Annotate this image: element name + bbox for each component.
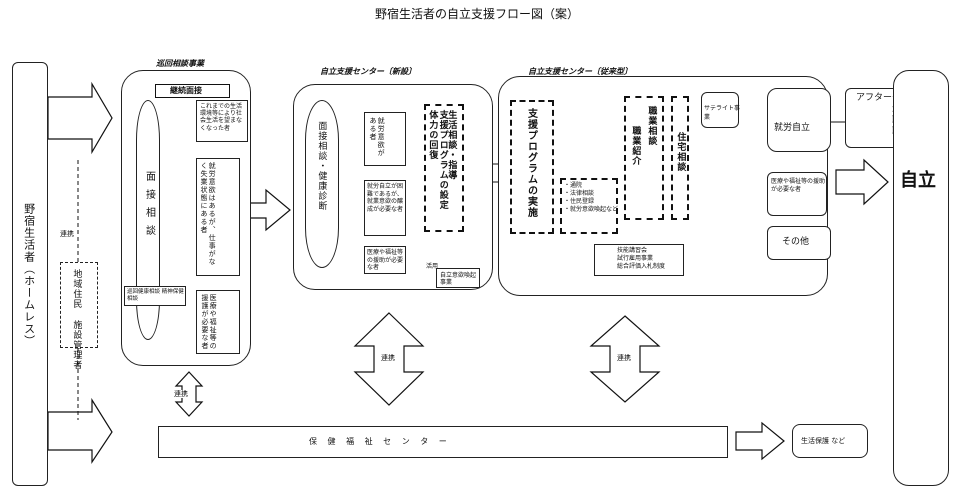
satellite-text: サテライト事業: [704, 105, 741, 121]
renkei-mid1-label: 連携: [381, 354, 395, 362]
center1-b3-text: 医療や福祉等の援助が必要な者: [367, 249, 404, 271]
center2-program-text: 支援プログラムの実施: [525, 108, 537, 218]
page-title: 野宿生活者の自立支援フロー図（案）: [375, 7, 580, 21]
center1-b2-text: 就労自立が困難であるが、就業意欲の醸成が必要な者: [367, 183, 404, 213]
arrow-renkei-1: [353, 312, 425, 406]
shuro-label: 就労自立: [774, 123, 811, 133]
seikatsu-box: 生活保護 など: [792, 424, 868, 458]
junkai-note1: これまでの生活環境等により社会生活を望まなくなった者: [196, 100, 248, 142]
junkai-note1-text: これまでの生活環境等により社会生活を望まなくなった者: [200, 103, 243, 132]
center1-jigyo-box: 自立意欲喚起事業: [436, 268, 480, 288]
keizoku-label: 継続面接: [170, 86, 202, 95]
junkai-bottom-text: 巡回健康相談 精神保健相談: [127, 289, 184, 303]
iryo-label: 医療や福祉等の援助が必要な者: [771, 178, 826, 193]
center1-program-text: 支援プログラムの設定 体力の回復: [427, 110, 448, 210]
arrow-renkei-2: [589, 315, 661, 403]
center2-jutaku: 住宅相談: [675, 132, 686, 172]
homeless-column: 野宿生活者（ホームレス）: [12, 62, 48, 486]
homeless-label: 野宿生活者（ホームレス）: [22, 203, 36, 347]
jiritsu-label: 自立: [900, 170, 936, 191]
mensetsu-label: 面接相談: [143, 171, 155, 243]
center1-b2: 就労自立が困難であるが、就業意欲の醸成が必要な者: [364, 180, 406, 236]
junkai-note3: 医療や福祉等の援護が必要な者: [196, 290, 240, 354]
center2-list-text: ・通院 ・法律相談 ・住民登録 ・就労意欲喚起など: [564, 182, 619, 214]
arrow-to-hoken: [47, 397, 113, 464]
center2-jutaku-box: 住宅相談: [671, 96, 689, 220]
satellite-box: サテライト事業: [701, 92, 741, 128]
center2-ginou-box: 技能講習会 試行雇用事業 総合評価入札制度: [594, 244, 684, 276]
center2-list-box: ・通院 ・法律相談 ・住民登録 ・就労意欲喚起など: [560, 178, 618, 234]
hoken-center-bar: 保 健 福 祉 セ ン タ ー: [158, 426, 728, 458]
arrow-to-seikatsu: [735, 421, 785, 461]
center2-heading: 自立支援センター〔従来型〕: [528, 67, 632, 76]
iryo-box: 医療や福祉等の援助が必要な者: [767, 172, 827, 216]
junkai-note2-text: 就労意欲はあるが、仕事がなく失業状態にある者: [200, 162, 217, 266]
arrow-to-jiritsu: [835, 158, 889, 206]
renkei-small-label: 連携: [60, 230, 74, 238]
jiritsu-column: 自立: [893, 70, 949, 486]
junkai-bottom-box: 巡回健康相談 精神保健相談: [124, 286, 186, 306]
center2-program-box: 支援プログラムの実施: [510, 100, 554, 234]
center2-shokugyo2: 職業相談: [646, 106, 657, 146]
center2-ginou-text: 技能講習会 試行雇用事業 総合評価入札制度: [617, 247, 666, 271]
hoken-label: 保 健 福 祉 セ ン タ ー: [309, 437, 451, 446]
center2-shokugyo-box: 職業紹介 職業相談: [624, 96, 664, 220]
community-label: 地域住民 施設管理者: [71, 269, 82, 370]
renkei-mid2-label: 連携: [617, 354, 631, 362]
seikatsu-label: 生活保護 など: [801, 437, 846, 445]
renkei-vertical-label: 連携: [174, 390, 188, 399]
center1-b1: 就労意欲がある者: [364, 112, 406, 166]
community-box: 地域住民 施設管理者: [60, 262, 98, 370]
arrow-to-junkai: [47, 81, 113, 155]
sonota-label: その他: [782, 237, 810, 247]
junkai-note2: 就労意欲はあるが、仕事がなく失業状態にある者: [196, 158, 240, 276]
center1-shido: 生活相談・指導: [446, 110, 457, 180]
center1-b3: 医療や福祉等の援助が必要な者: [364, 246, 406, 274]
arrow-renkei-vertical: [174, 371, 204, 417]
junkai-note3-text: 医療や福祉等の援護が必要な者: [201, 294, 218, 350]
center1-mensetsu-label: 面接相談・健康診断: [316, 121, 327, 211]
shuro-box: 就労自立: [767, 88, 831, 152]
center2-shokugyo: 職業紹介: [630, 126, 641, 166]
center1-b1-text: 就労意欲がある者: [369, 117, 386, 157]
center1-jigyo-text: 自立意欲喚起事業: [440, 272, 477, 287]
center1-katsuyo: 活用: [426, 263, 439, 270]
center1-program-box: 支援プログラムの設定 体力の回復: [424, 104, 464, 232]
center1-mensetsu-ellipse: 面接相談・健康診断: [305, 100, 339, 268]
center1-heading: 自立支援センター〔新設〕: [320, 67, 416, 76]
junkai-heading: 巡回相談事業: [156, 59, 204, 68]
keizoku-box: 継続面接: [155, 84, 230, 98]
sonota-box: その他: [767, 226, 831, 260]
